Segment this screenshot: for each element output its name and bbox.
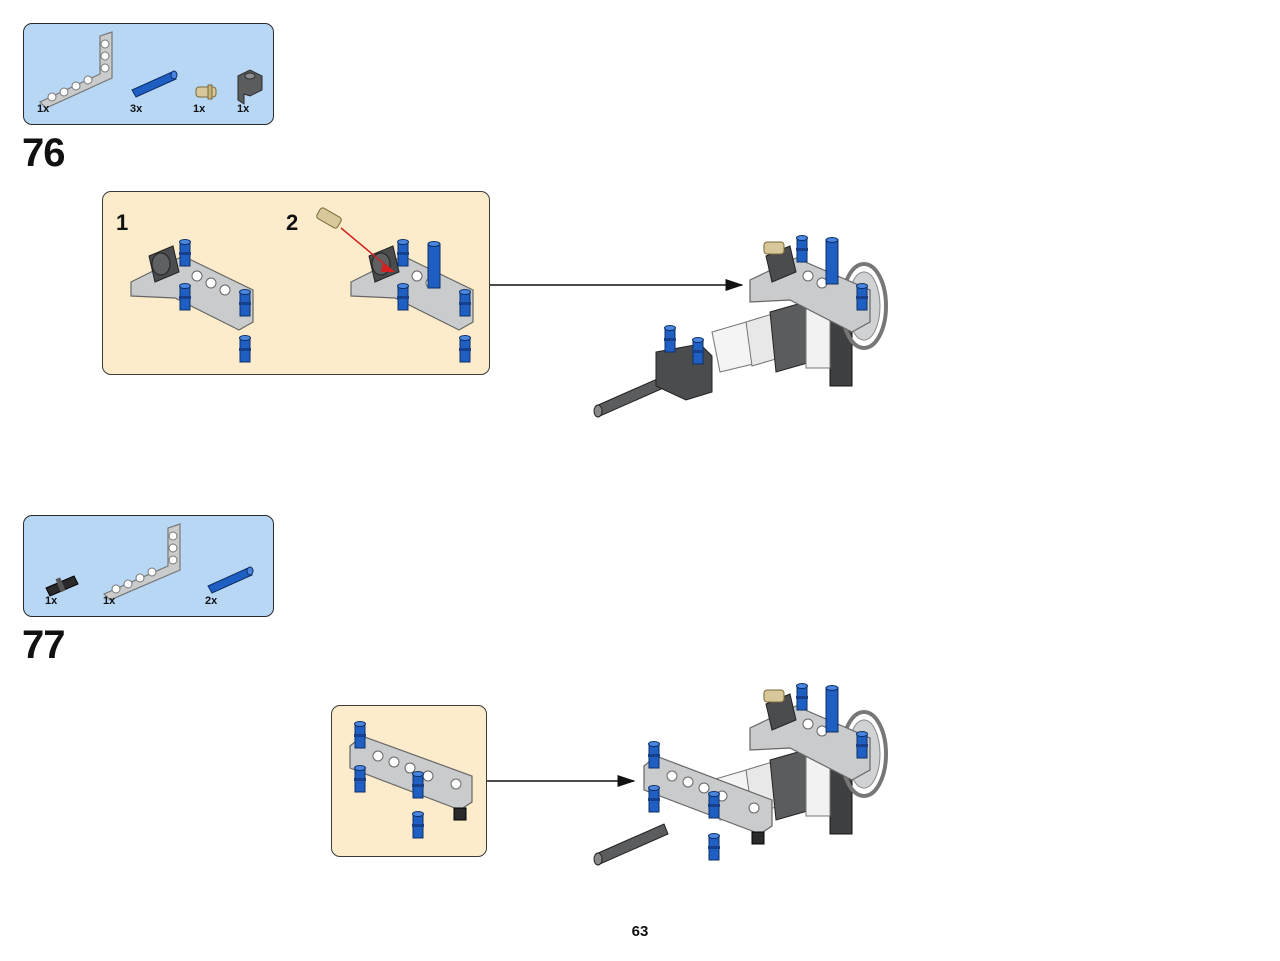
black-pin-icon (45, 575, 79, 597)
substep-2-assembly (316, 207, 474, 363)
part-quantity: 3x (130, 103, 143, 115)
step-number: 77 (22, 623, 65, 667)
substep-number: 2 (286, 210, 299, 235)
part-quantity: 1x (103, 595, 116, 607)
substep-number: 1 (116, 210, 129, 235)
part-quantity: 1x (45, 595, 58, 607)
part-quantity: 2x (205, 595, 218, 607)
callout-assembly (349, 721, 473, 839)
dark-gray-connector-icon (237, 69, 263, 105)
part-quantity: 1x (193, 103, 206, 115)
parts-illustrations (45, 523, 254, 601)
step-number: 76 (22, 131, 65, 175)
parts-list-step-76: 1x 3x 1x 1x (23, 23, 274, 125)
blue-axle-pin-icon (131, 70, 178, 98)
parts-list-step-77: 1x 1x 2x (23, 515, 274, 617)
substep-illustrations (130, 207, 474, 363)
step-76-result-assembly (593, 235, 888, 418)
substep-illustrations (349, 721, 473, 839)
page-number: 63 (631, 923, 649, 940)
substep-1-assembly (130, 239, 254, 363)
step-77-result-assembly (593, 683, 888, 866)
part-quantity: 1x (37, 103, 50, 115)
tan-pin-icon (316, 207, 342, 229)
blue-axle-pin-icon (207, 566, 254, 594)
l-beam-light-gray-icon (102, 523, 181, 601)
parts-illustrations (38, 31, 263, 109)
insertion-line (340, 227, 390, 269)
substep-callout-step-77 (331, 705, 487, 857)
part-quantity: 1x (237, 103, 250, 115)
substep-callout-step-76: 1 2 (102, 191, 490, 375)
l-beam-light-gray-icon (38, 31, 113, 109)
tan-pin-icon (195, 84, 217, 100)
